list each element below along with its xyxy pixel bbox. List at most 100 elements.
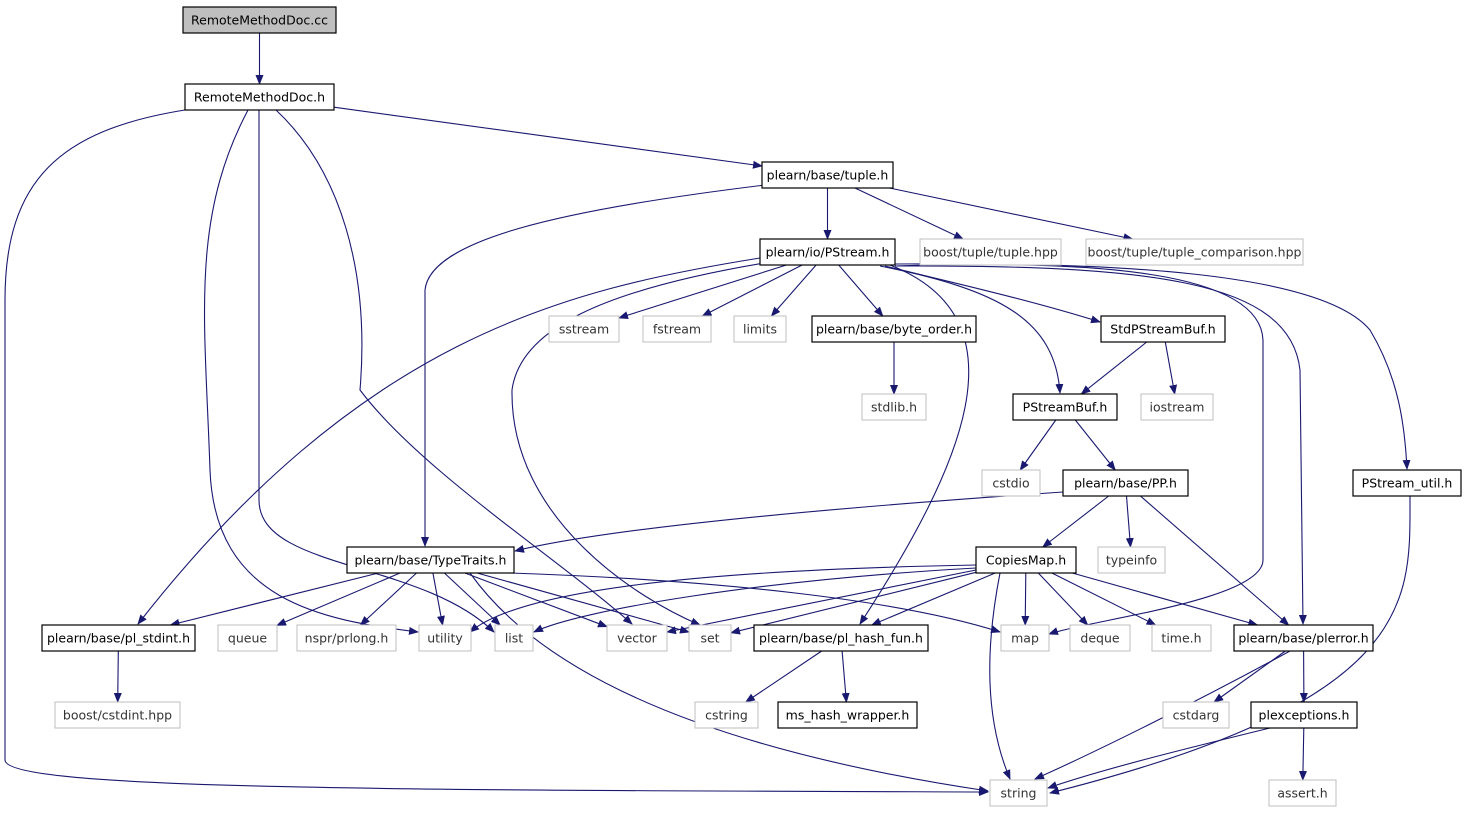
edge-copiesmap-h-to-list [533, 567, 977, 633]
edge-remotemethoddoc-h-to-string [4, 109, 989, 796]
node-set: set [688, 624, 732, 652]
node-list: list [494, 624, 534, 652]
node-label: utility [427, 631, 463, 646]
edge-plearn-base-tuple-h-to-boost-tuple-tuple-hpp [854, 187, 964, 240]
node-queue: queue [217, 624, 278, 652]
node-remotemethoddoc-h[interactable]: RemoteMethodDoc.h [184, 83, 335, 111]
node-map: map [1000, 624, 1050, 652]
node-label: plearn/base/plerror.h [1238, 631, 1368, 646]
node-vector: vector [606, 624, 668, 652]
edge-plexceptions-h-to-assert-h [1298, 727, 1307, 781]
node-label: fstream [653, 322, 701, 337]
node-pstream-util-h[interactable]: PStream_util.h [1352, 469, 1462, 497]
node-boost-cstdint-hpp: boost/cstdint.hpp [54, 701, 181, 729]
node-label: typeinfo [1106, 553, 1157, 568]
edge-plearn-io-pstream-h-to-plearn-base-plerror-h [894, 265, 1307, 625]
node-label: plearn/io/PStream.h [766, 245, 890, 260]
node-label: time.h [1161, 631, 1201, 646]
node-box [1268, 779, 1337, 807]
node-box [811, 315, 977, 343]
node-box [694, 701, 759, 729]
edge-copiesmap-h-to-utility [469, 564, 977, 633]
node-label: CopiesMap.h [986, 553, 1066, 568]
edge-plexceptions-h-to-string [1047, 727, 1271, 789]
edge-plearn-io-pstream-h-to-fstream [701, 264, 803, 317]
edge-plearn-base-typetraits-h-to-vector [464, 572, 608, 628]
edge-plearn-base-typetraits-h-to-map [509, 572, 1001, 634]
node-plearn-base-pl-hash-fun-h[interactable]: plearn/base/pl_hash_fun.h [753, 624, 929, 652]
node-box [184, 83, 335, 111]
node-label: PStreamBuf.h [1023, 400, 1108, 415]
node-label: queue [228, 631, 267, 646]
node-plearn-base-typetraits-h[interactable]: plearn/base/TypeTraits.h [346, 546, 515, 574]
node-label: map [1011, 631, 1039, 646]
node-label: plearn/base/TypeTraits.h [355, 553, 507, 568]
node-box [296, 624, 397, 652]
edge-plearn-base-pp-h-to-plearn-base-typetraits-h [514, 491, 1064, 553]
node-label: plearn/base/pl_stdint.h [47, 631, 190, 646]
node-box [418, 624, 472, 652]
node-plearn-base-tuple-h[interactable]: plearn/base/tuple.h [761, 161, 894, 189]
node-plexceptions-h[interactable]: plexceptions.h [1250, 701, 1358, 729]
node-label: plearn/base/PP.h [1074, 476, 1177, 491]
edge-plearn-base-typetraits-h-to-string [469, 572, 989, 794]
node-plearn-base-pp-h[interactable]: plearn/base/PP.h [1062, 469, 1189, 497]
node-label: plexceptions.h [1259, 708, 1350, 723]
node-label: plearn/base/byte_order.h [816, 322, 972, 337]
node-label: deque [1080, 631, 1119, 646]
node-plearn-base-byte-order-h[interactable]: plearn/base/byte_order.h [811, 315, 977, 343]
node-label: plearn/base/tuple.h [767, 168, 889, 183]
edge-stdpstreambuf-h-to-pstreambuf-h [1080, 341, 1148, 395]
edge-plearn-base-typetraits-h-to-set [476, 572, 690, 634]
node-plearn-base-plerror-h[interactable]: plearn/base/plerror.h [1233, 624, 1374, 652]
node-box [733, 315, 787, 343]
node-label: boost/cstdint.hpp [63, 708, 172, 723]
node-label: string [1001, 786, 1037, 801]
node-stdpstreambuf-h[interactable]: StdPStreamBuf.h [1100, 315, 1226, 343]
edge-plearn-io-pstream-h-to-plearn-base-pl-stdint-h [137, 257, 761, 625]
node-label: cstdio [992, 476, 1029, 491]
node-plearn-base-pl-stdint-h[interactable]: plearn/base/pl_stdint.h [41, 624, 196, 652]
node-label: sstream [559, 322, 609, 337]
node-remotemethoddoc-cc[interactable]: RemoteMethodDoc.cc [182, 6, 337, 34]
edge-copiesmap-h-to-plearn-base-pl-hash-fun-h [870, 572, 996, 626]
node-box [1085, 238, 1304, 266]
edge-plearn-base-plerror-h-to-cstdarg [1213, 650, 1286, 703]
node-box [777, 701, 918, 729]
edge-copiesmap-h-to-plearn-base-plerror-h [1072, 572, 1259, 627]
node-box [919, 238, 1062, 266]
node-box [1140, 393, 1214, 421]
node-label: cstdarg [1173, 708, 1220, 723]
edge-plearn-io-pstream-h-to-pstream-util-h [894, 263, 1411, 470]
edge-plearn-io-pstream-h-to-map [894, 263, 1264, 635]
node-label: ms_hash_wrapper.h [786, 708, 910, 723]
node-box [1250, 701, 1358, 729]
node-boost-tuple-tuple-comparison-hpp: boost/tuple/tuple_comparison.hpp [1085, 238, 1304, 266]
edge-plearn-base-typetraits-h-to-nspr-prlong-h [359, 572, 417, 626]
node-box [182, 6, 337, 34]
node-nspr-prlong-h: nspr/prlong.h [296, 624, 397, 652]
node-copiesmap-h[interactable]: CopiesMap.h [975, 546, 1077, 574]
node-ms-hash-wrapper-h[interactable]: ms_hash_wrapper.h [777, 701, 918, 729]
edge-copiesmap-h-to-vector [666, 569, 977, 635]
node-box [1062, 469, 1189, 497]
node-time-h: time.h [1151, 624, 1212, 652]
edge-plearn-io-pstream-h-to-sstream [618, 264, 787, 320]
node-pstreambuf-h[interactable]: PStreamBuf.h [1012, 393, 1118, 421]
node-box [753, 624, 929, 652]
node-label: cstring [705, 708, 748, 723]
node-typeinfo: typeinfo [1097, 546, 1166, 574]
node-string: string [989, 779, 1048, 807]
node-box [1097, 546, 1166, 574]
edge-copiesmap-h-to-deque [1037, 572, 1089, 626]
node-plearn-io-pstream-h[interactable]: plearn/io/PStream.h [759, 238, 896, 266]
edge-plearn-base-typetraits-h-to-queue [276, 572, 401, 626]
edge-plearn-base-pp-h-to-typeinfo [1125, 495, 1134, 548]
node-label: list [505, 631, 523, 646]
edge-plearn-base-pp-h-to-plearn-base-plerror-h [1140, 495, 1290, 626]
edge-remotemethoddoc-h-to-plearn-base-tuple-h [333, 106, 763, 169]
edge-copiesmap-h-to-string [989, 572, 1011, 780]
node-deque: deque [1069, 624, 1131, 652]
edge-plearn-io-pstream-h-to-set [511, 261, 771, 626]
